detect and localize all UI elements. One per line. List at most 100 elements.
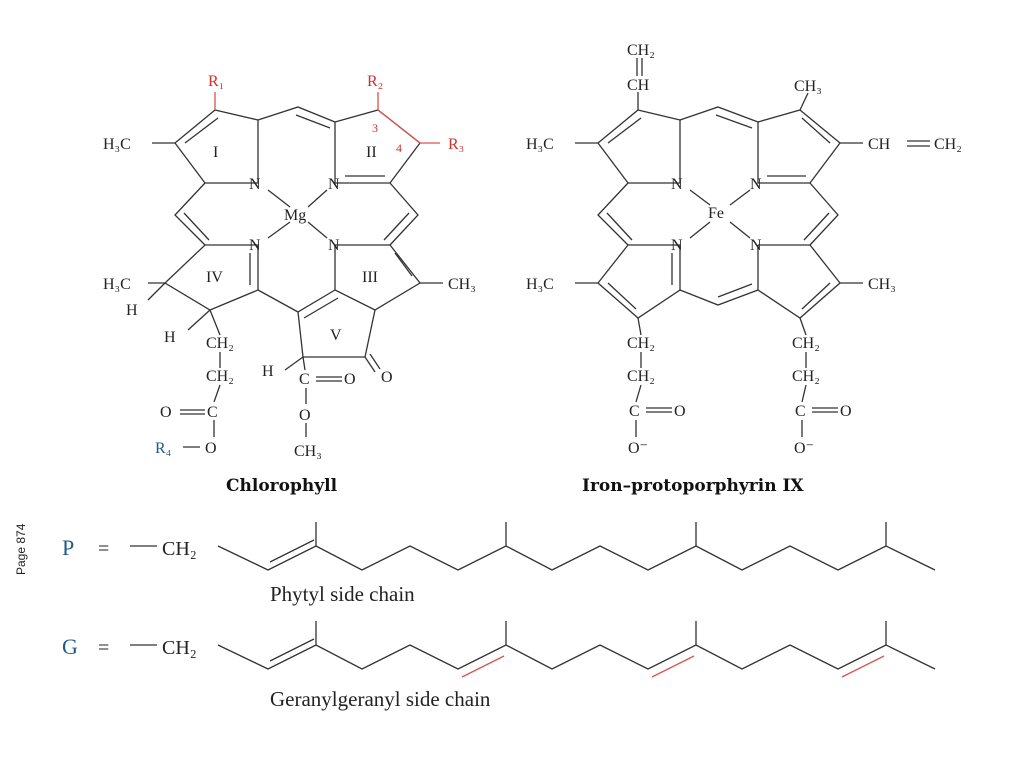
prop-r-bond-3 bbox=[801, 384, 807, 403]
heme-meso-top-double bbox=[715, 114, 753, 129]
position-3-label: 3 bbox=[372, 121, 378, 135]
h-lower-label: H bbox=[126, 302, 138, 319]
r1-label: R₁ bbox=[208, 73, 224, 90]
ch2-c-bond bbox=[213, 384, 221, 403]
h-ring-v-label: H bbox=[262, 363, 274, 380]
heme-ch2-l2-label: CH₂ bbox=[627, 368, 655, 385]
heme-structure: CH₂ CH CH₃ H₃C CH CH₂ H₃C CH₃ N N N N Fe… bbox=[526, 42, 962, 496]
ring-i-bonds bbox=[174, 109, 259, 184]
methoxy-ch3-label: CH₃ bbox=[294, 443, 322, 460]
heme-meso-right bbox=[809, 182, 839, 246]
ring-v-bonds bbox=[297, 289, 376, 358]
geranylgeranyl-chain: G = CH₂ Geranylgeranyl side chain bbox=[62, 621, 936, 711]
phytyl-symbol: P bbox=[62, 535, 74, 560]
h-ring-v-bond bbox=[284, 356, 304, 371]
heme-ring-b bbox=[757, 109, 841, 184]
heme-ring-c-double bbox=[801, 282, 831, 310]
ester-o-double-label: O bbox=[160, 404, 172, 421]
heme-ring-a bbox=[597, 109, 681, 184]
n-label-4: N bbox=[328, 237, 340, 254]
meso-right bbox=[389, 182, 419, 246]
h3c-lower-label: H₃C bbox=[103, 276, 131, 293]
heme-ch3-lower-right-label: CH₃ bbox=[868, 276, 896, 293]
heme-n-label-2: N bbox=[750, 176, 762, 193]
mg-n4-bond bbox=[307, 221, 328, 239]
phytyl-ch2: CH₂ bbox=[162, 538, 197, 560]
heme-vinyl-right-label: CH bbox=[868, 136, 891, 153]
heme-ring-b-double bbox=[801, 117, 831, 144]
meso-top-left bbox=[257, 106, 336, 123]
ch2-2-label: CH₂ bbox=[206, 368, 234, 385]
h3c-left-label: H₃C bbox=[103, 136, 131, 153]
ring-iv-bonds bbox=[163, 244, 259, 311]
fe-n2-bond bbox=[729, 189, 751, 206]
heme-ring-c bbox=[757, 244, 841, 319]
ch2-1-label: CH₂ bbox=[206, 335, 234, 352]
mg-n1-bond bbox=[267, 189, 291, 208]
phytyl-backbone bbox=[217, 545, 936, 571]
ring-iii-double bbox=[394, 252, 413, 277]
meso-top-left-double bbox=[295, 114, 331, 129]
ring-ii-bonds bbox=[334, 109, 421, 184]
heme-o-r-dbl-label: O bbox=[840, 403, 852, 420]
fe-n4-bond bbox=[729, 221, 751, 239]
heme-meso-right-double bbox=[803, 212, 830, 241]
geranylgeranyl-double-2 bbox=[461, 655, 505, 678]
heme-meso-bottom-double bbox=[717, 283, 753, 298]
geranylgeranyl-ch2: CH₂ bbox=[162, 637, 197, 659]
heme-o-r-minus-label: O⁻ bbox=[794, 440, 814, 457]
chlorophyll-structure: R₁ R₂ R₃ 3 4 H₃C H₃C H CH₃ H H CH₂ CH₂ C… bbox=[103, 73, 476, 496]
geranylgeranyl-caption: Geranylgeranyl side chain bbox=[270, 687, 491, 711]
heme-vinyl-right-end-label: CH₂ bbox=[934, 136, 962, 153]
meso-left-double bbox=[183, 212, 210, 241]
methoxy-o-double-label: O bbox=[344, 371, 356, 388]
geranylgeranyl-double-3 bbox=[651, 655, 695, 678]
mg-n2-bond bbox=[307, 189, 328, 208]
ring-iii-label: III bbox=[362, 269, 378, 286]
geranylgeranyl-double-1 bbox=[269, 638, 315, 662]
heme-meso-left-double bbox=[606, 212, 633, 241]
ring-v-double bbox=[303, 297, 339, 319]
geranylgeranyl-symbol: G bbox=[62, 634, 78, 659]
heme-n-label-1: N bbox=[671, 176, 683, 193]
h-ring-iv-bond bbox=[187, 309, 211, 331]
heme-caption: Iron–protoporphyrin IX bbox=[582, 476, 804, 496]
geranylgeranyl-equals: = bbox=[98, 637, 109, 659]
ester-c-label: C bbox=[207, 404, 218, 421]
heme-ring-d bbox=[597, 244, 681, 319]
ring-ii-label: II bbox=[366, 144, 377, 161]
heme-h3c-lower-left-label: H₃C bbox=[526, 276, 554, 293]
heme-ch2-top-label: CH₂ bbox=[627, 42, 655, 59]
ring-iv-v-link bbox=[257, 289, 299, 313]
heme-meso-bottom bbox=[679, 289, 759, 306]
ester-o-single-label: O bbox=[205, 440, 217, 457]
prop-r-bond-1 bbox=[799, 317, 807, 336]
ch3-top-right-bond bbox=[799, 92, 809, 111]
mg-label: Mg bbox=[284, 207, 306, 224]
heme-n-label-4: N bbox=[750, 237, 762, 254]
r2-label: R₂ bbox=[367, 73, 383, 90]
ring-i-label: I bbox=[213, 144, 218, 161]
heme-h3c-left-label: H₃C bbox=[526, 136, 554, 153]
n-label-2: N bbox=[328, 176, 340, 193]
position-4-label: 4 bbox=[396, 141, 402, 155]
heme-meso-top bbox=[679, 106, 759, 123]
heme-n-label-3: N bbox=[671, 237, 683, 254]
ester-c-bond bbox=[302, 356, 306, 371]
phytyl-caption: Phytyl side chain bbox=[270, 582, 415, 606]
heme-o-l-minus-label: O⁻ bbox=[628, 440, 648, 457]
r3-label: R₃ bbox=[448, 136, 464, 153]
heme-ch2-r1-label: CH₂ bbox=[792, 335, 820, 352]
phytyl-equals: = bbox=[98, 538, 109, 560]
ketone-o-label: O bbox=[381, 369, 393, 386]
meso-left bbox=[174, 182, 206, 246]
heme-ch2-l1-label: CH₂ bbox=[627, 335, 655, 352]
heme-ch-top-label: CH bbox=[627, 77, 650, 94]
mg-n3-bond bbox=[267, 221, 291, 239]
ch2-chain-bond bbox=[209, 309, 221, 336]
ring-iii-bonds bbox=[334, 244, 421, 311]
geranylgeranyl-double-4 bbox=[841, 655, 885, 678]
h-ring-iv-label: H bbox=[164, 329, 176, 346]
heme-ch3-top-right-label: CH₃ bbox=[794, 78, 822, 95]
